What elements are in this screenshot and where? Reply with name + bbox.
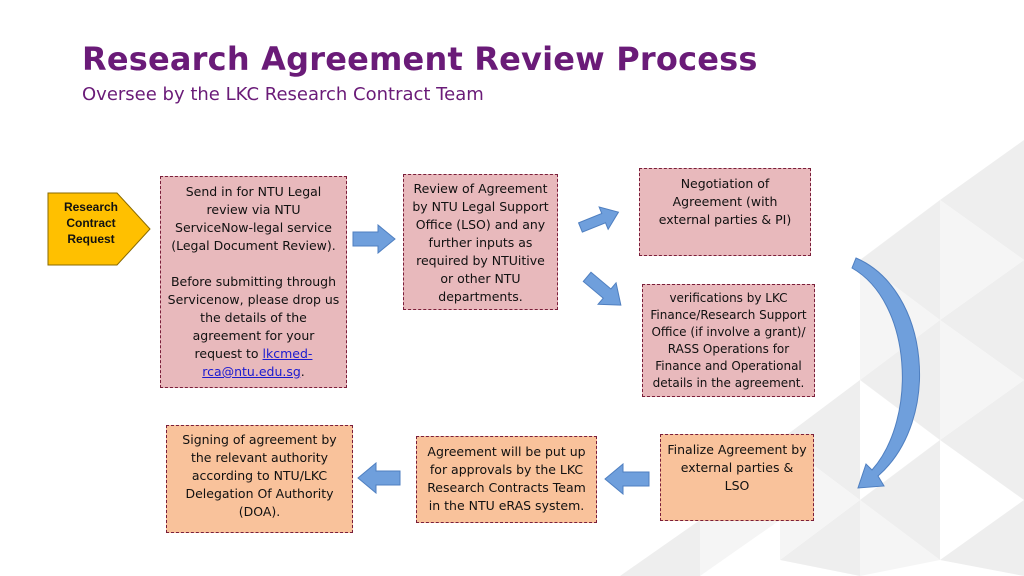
arrow-up-right (577, 206, 620, 233)
step-send-box: Send in for NTU Legal review via NTU Ser… (160, 176, 347, 388)
step-send-text-1: Send in for NTU Legal review via NTU Ser… (171, 184, 336, 253)
step-verifications-box: verifications by LKC Finance/Research Su… (642, 284, 815, 397)
curved-arrow-down (851, 257, 921, 489)
email-link[interactable]: lkcmed-rca@ntu.edu.sg (202, 346, 313, 379)
step-signing-box: Signing of agreement by the relevant aut… (166, 425, 353, 533)
step-send-text-2-prefix: Before submitting through Servicenow, pl… (167, 274, 340, 361)
start-label: Research Contract Request (63, 200, 119, 246)
step-negotiation-box: Negotiation of Agreement (with external … (639, 168, 811, 256)
step-send-text-2: Before submitting through Servicenow, pl… (167, 273, 340, 381)
page-subtitle: Oversee by the LKC Research Contract Tea… (82, 84, 484, 105)
step-finalize-box: Finalize Agreement by external parties &… (660, 434, 814, 521)
step-review-box: Review of Agreement by NTU Legal Support… (403, 174, 558, 310)
step-send-text-2-suffix: . (300, 364, 305, 379)
step-approvals-box: Agreement will be put up for approvals b… (416, 436, 597, 523)
arrow-right-1 (352, 224, 396, 254)
start-shape (47, 192, 151, 266)
arrow-left-1 (604, 463, 650, 495)
arrow-left-2 (357, 462, 401, 494)
arrow-down-right (582, 271, 622, 306)
page-title: Research Agreement Review Process (82, 40, 758, 78)
